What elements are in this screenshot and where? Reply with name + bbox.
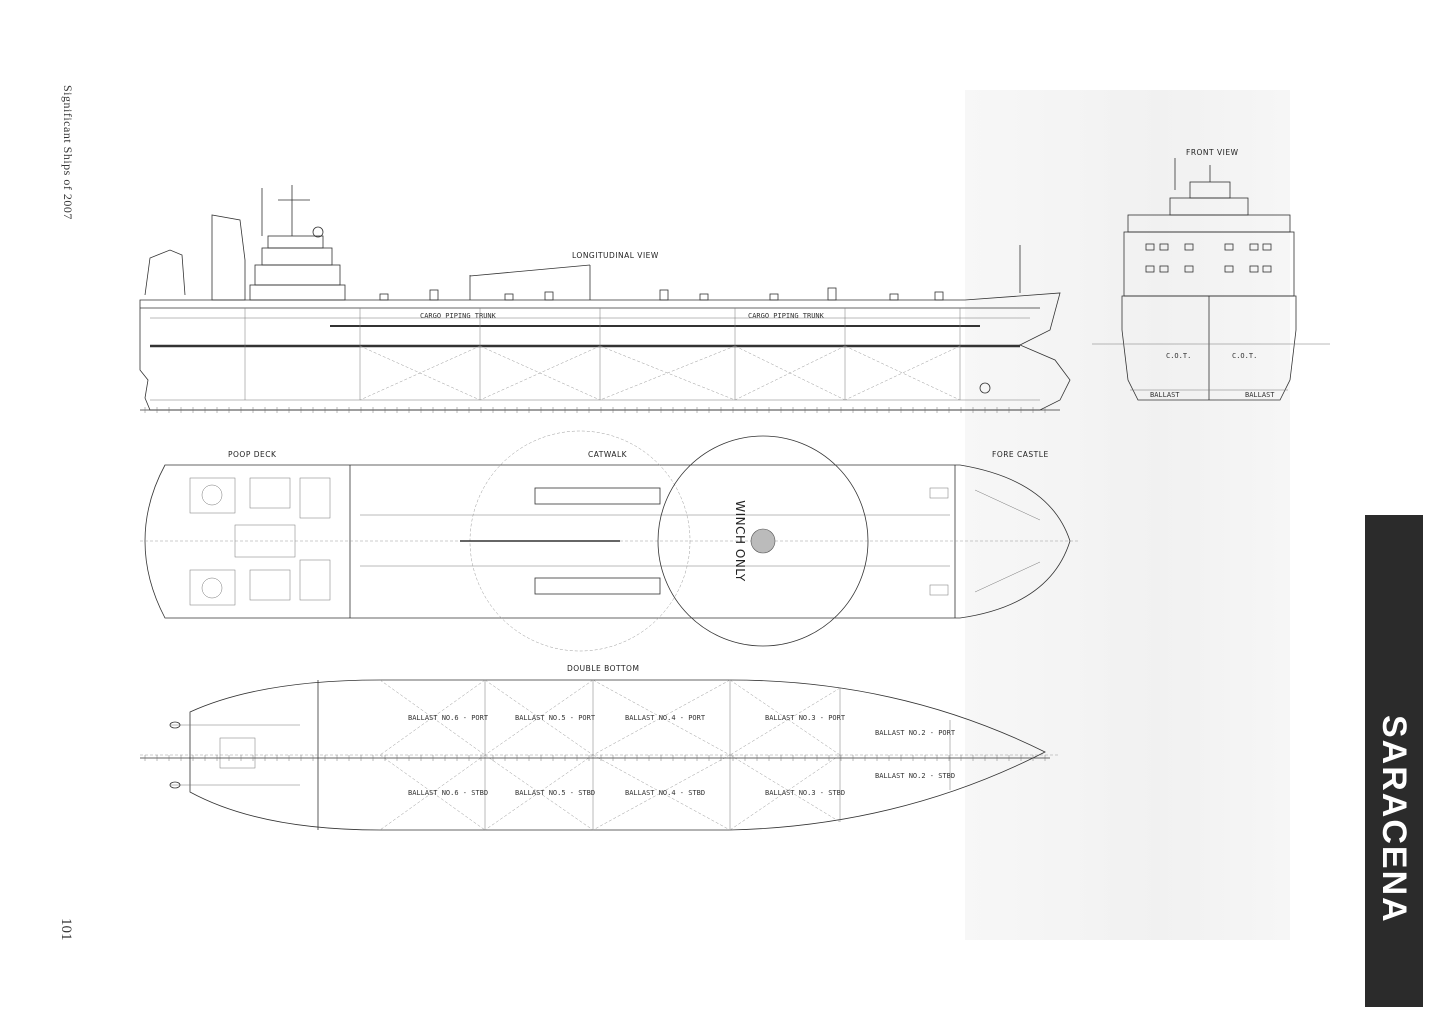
db-ballast-port-2: BALLAST NO.5 - PORT <box>515 714 596 722</box>
db-ballast-port-1: BALLAST NO.6 - PORT <box>408 714 489 722</box>
db-ballast-port-3: BALLAST NO.4 - PORT <box>625 714 706 722</box>
double-bottom-outline <box>189 679 1046 831</box>
double-bottom-plan: DOUBLE BOTTOM BALLAST NO.6 - PORT BALLAS… <box>140 664 1060 831</box>
ship-name: SARACENA <box>1375 715 1413 924</box>
cot-port: C.O.T. <box>1166 352 1191 360</box>
ballast-port: BALLAST <box>1150 391 1180 399</box>
funnel <box>211 214 246 301</box>
cargo-piping-trunk-aft: CARGO PIPING TRUNK <box>420 312 497 320</box>
catwalk-title: CATWALK <box>588 450 628 459</box>
db-ballast-stbd-4: BALLAST NO.3 - STBD <box>765 789 845 797</box>
poop-deck-title: POOP DECK <box>228 450 277 459</box>
deck-outline <box>144 464 1071 619</box>
fore-castle-title: FORE CASTLE <box>992 450 1049 459</box>
cot-stbd: C.O.T. <box>1232 352 1257 360</box>
longitudinal-view: LONGITUDINAL VIEW CARGO PIPING TRUNK CAR… <box>139 185 1071 413</box>
db-ballast-port-4: BALLAST NO.3 - PORT <box>765 714 846 722</box>
deck-plan: POOP DECK CATWALK FORE CASTLE WINCH ONLY <box>140 430 1080 652</box>
db-ballast-stbd-2: BALLAST NO.5 - STBD <box>515 789 595 797</box>
hull-section <box>1121 295 1297 401</box>
double-bottom-title: DOUBLE BOTTOM <box>567 664 639 673</box>
front-view-title: FRONT VIEW <box>1186 148 1239 157</box>
longitudinal-view-title: LONGITUDINAL VIEW <box>572 251 659 260</box>
page-number: 101 <box>58 918 74 941</box>
front-view: FRONT VIEW C.O.T. C.O.T. BALLAST BALLAST <box>1092 148 1330 401</box>
hull-profile <box>139 292 1071 411</box>
winch-only-label: WINCH ONLY <box>733 500 747 582</box>
ship-name-tab <box>1365 515 1423 1007</box>
db-ballast-stbd-1: BALLAST NO.6 - STBD <box>408 789 488 797</box>
db-ballast-stbd-5: BALLAST NO.2 - STBD <box>875 772 955 780</box>
running-head: Significant Ships of 2007 <box>61 85 75 220</box>
db-ballast-stbd-3: BALLAST NO.4 - STBD <box>625 789 705 797</box>
db-ballast-port-5: BALLAST NO.2 - PORT <box>875 729 956 737</box>
cargo-piping-trunk-fwd: CARGO PIPING TRUNK <box>748 312 825 320</box>
winch-marker <box>750 528 776 554</box>
ballast-stbd: BALLAST <box>1245 391 1275 399</box>
